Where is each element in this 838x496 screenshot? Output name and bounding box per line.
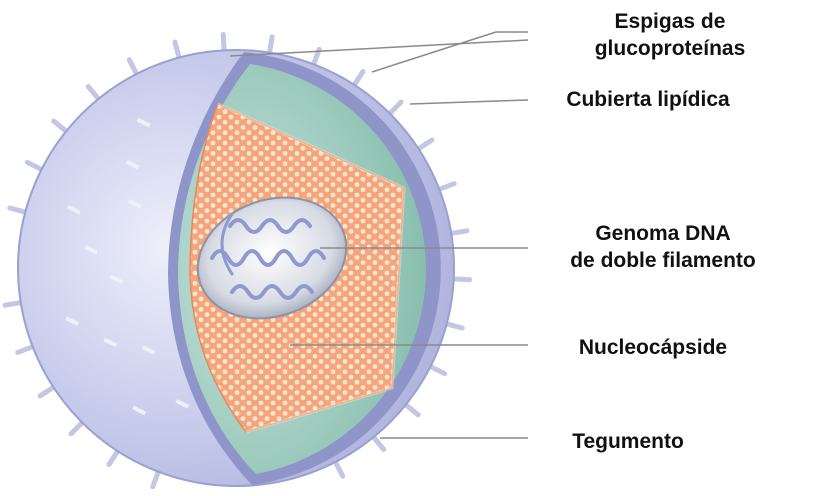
label-tegument-text: Tegumento: [548, 428, 708, 455]
label-spikes-line2: glucoproteínas: [560, 35, 780, 62]
label-genome-line2: de doble filamento: [548, 247, 778, 274]
leader-line-envelope: [410, 100, 528, 104]
label-spikes-line1: Espigas de: [560, 8, 780, 35]
label-glycoprotein-spikes: Espigas de glucoproteínas: [560, 8, 780, 62]
label-nucleocapsid: Nucleocápside: [548, 334, 758, 361]
leader-line-spikes-2: [372, 32, 496, 72]
label-envelope-text: Cubierta lipídica: [548, 86, 748, 113]
label-tegument: Tegumento: [548, 428, 708, 455]
label-dna-genome: Genoma DNA de doble filamento: [548, 220, 778, 274]
label-nucleocapsid-text: Nucleocápside: [548, 334, 758, 361]
label-lipid-envelope: Cubierta lipídica: [548, 86, 748, 113]
label-genome-line1: Genoma DNA: [548, 220, 778, 247]
leader-line-spikes-1: [230, 40, 528, 56]
